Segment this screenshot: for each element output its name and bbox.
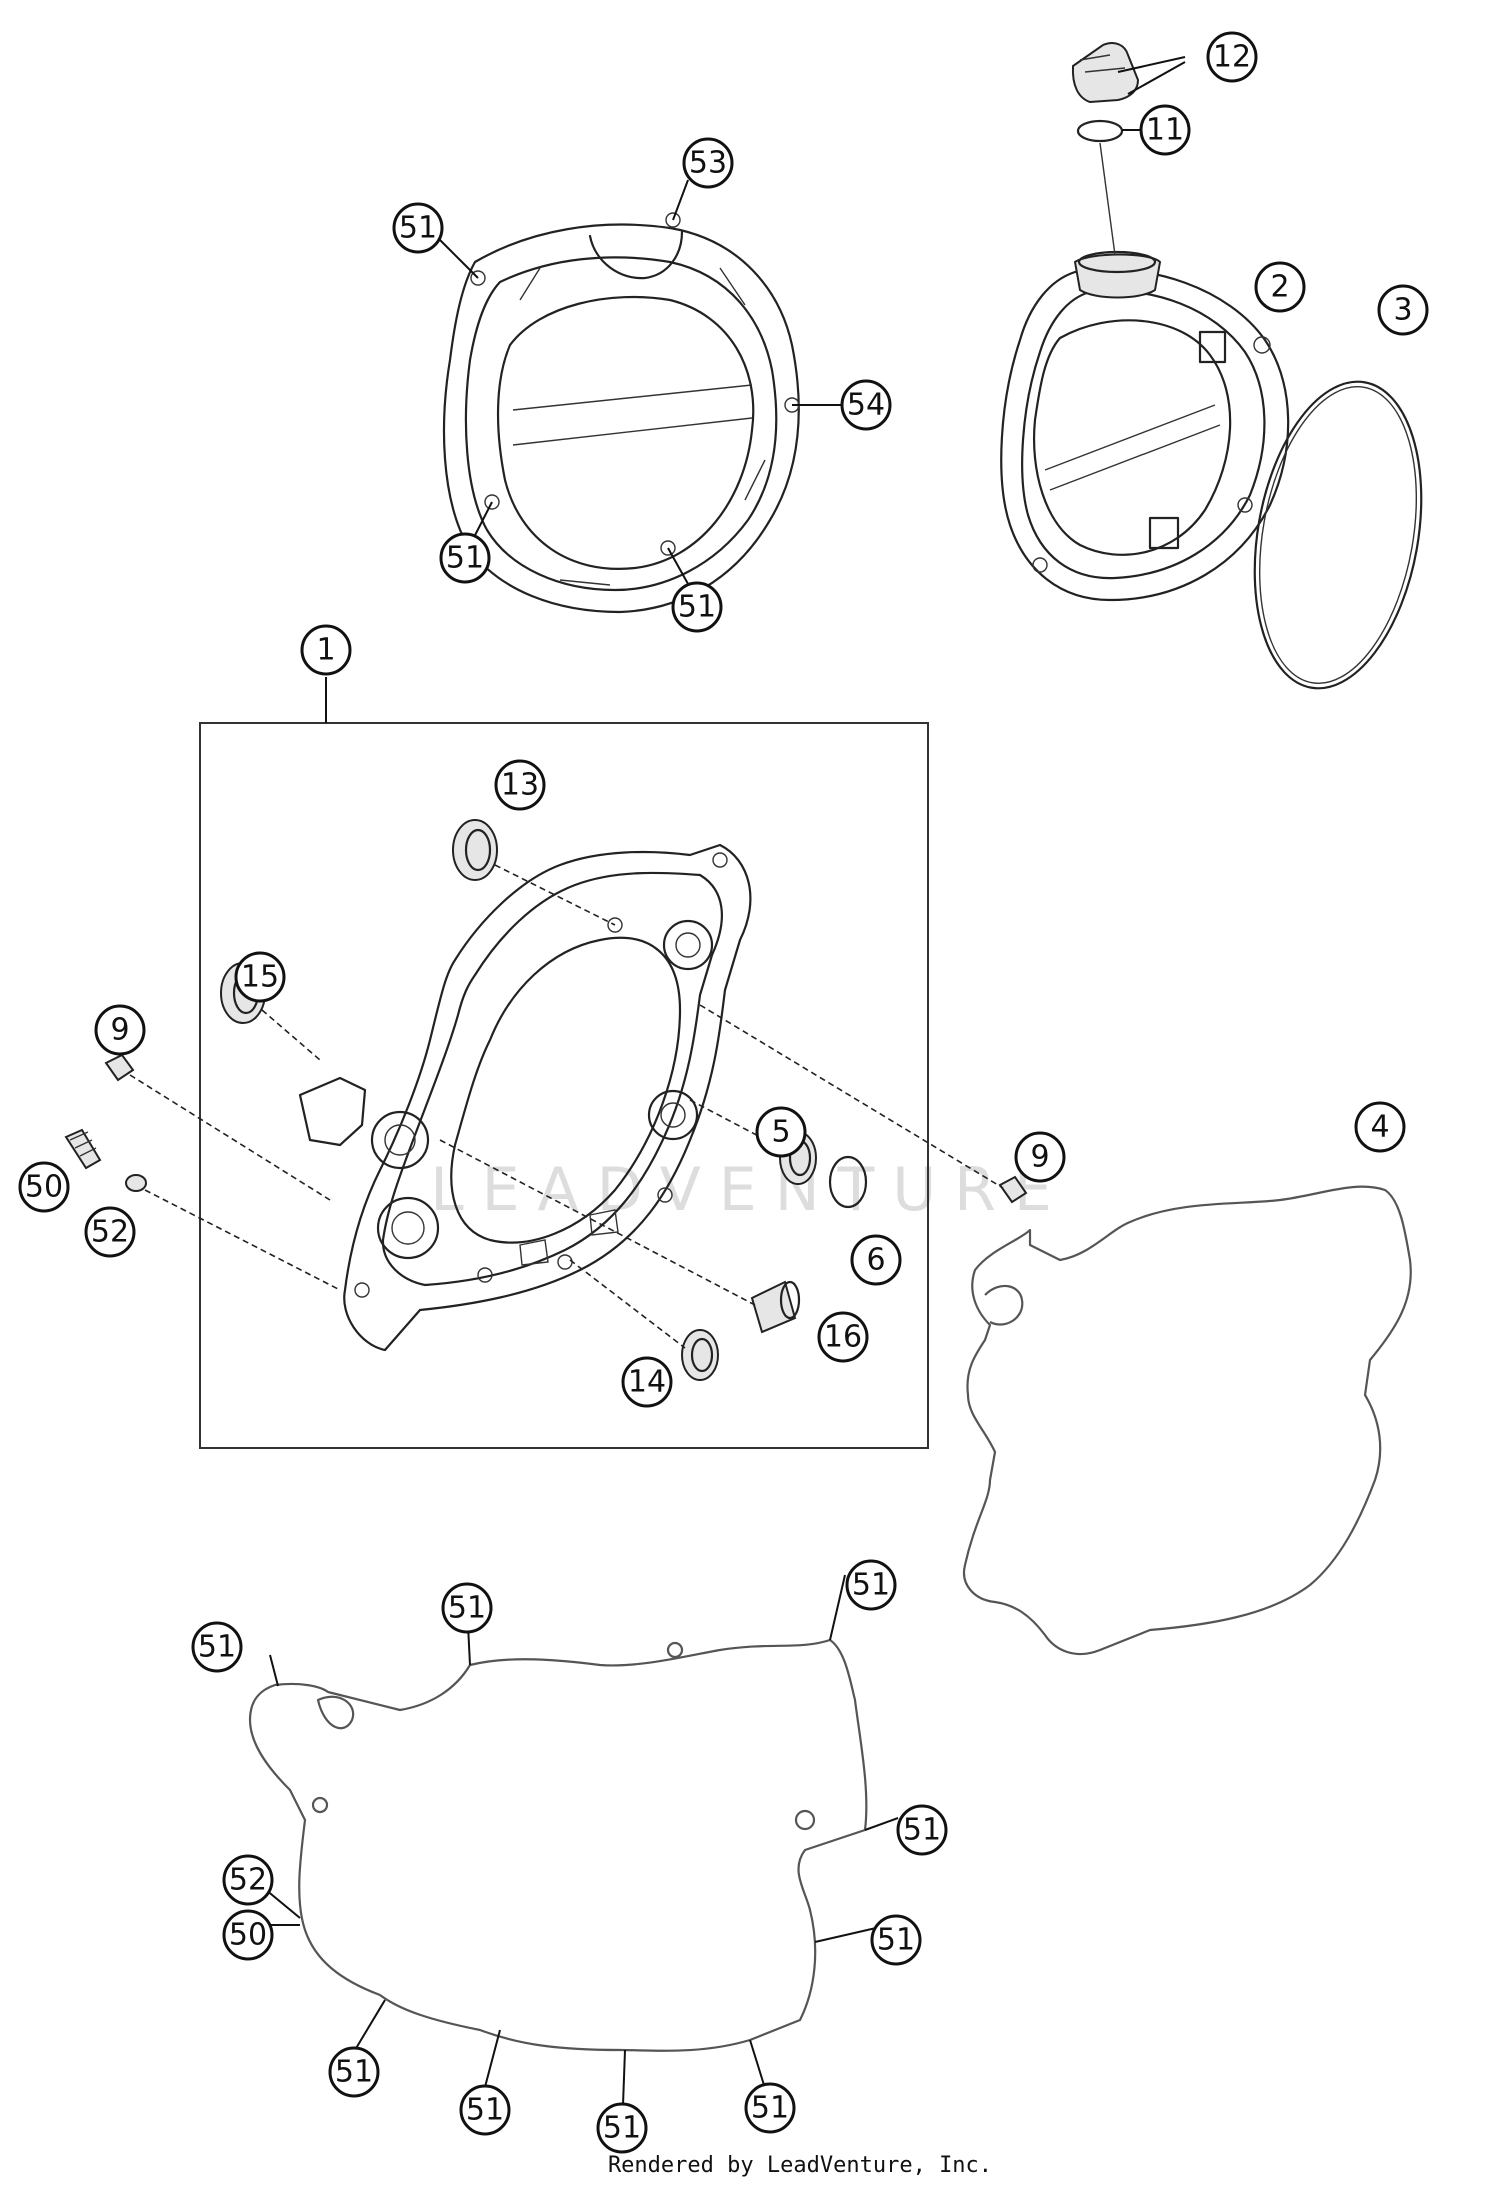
callout-51-i: 51: [328, 2046, 380, 2098]
svg-text:51: 51: [751, 2091, 789, 2126]
svg-text:50: 50: [229, 1918, 267, 1953]
svg-text:11: 11: [1146, 113, 1184, 148]
shaft-seal-14: [681, 1329, 719, 1381]
needle-bearing-16: [750, 1280, 801, 1334]
callout-11: 11: [1139, 104, 1191, 156]
clutch-cover-inner: [298, 843, 752, 1352]
svg-text:1: 1: [316, 633, 335, 668]
svg-text:53: 53: [689, 146, 727, 181]
oil-filler-plug: [1071, 42, 1140, 104]
callout-54: 54: [840, 379, 892, 431]
kit-frame: [199, 722, 929, 1449]
callout-51-d: 51: [191, 1621, 243, 1673]
callout-16: 16: [817, 1311, 869, 1363]
o-ring: [1076, 119, 1124, 143]
dowel-pin-left: [104, 1053, 135, 1082]
svg-text:51: 51: [335, 2055, 373, 2090]
leader-lines: [253, 56, 1186, 2106]
callout-51-b: 51: [439, 532, 491, 584]
svg-text:12: 12: [1213, 40, 1251, 75]
callout-51-e: 51: [441, 1582, 493, 1634]
callout-51-l: 51: [744, 2082, 796, 2134]
callout-51-g: 51: [896, 1804, 948, 1856]
svg-text:51: 51: [678, 590, 716, 625]
callout-51-j: 51: [459, 2084, 511, 2136]
callout-50-b: 50: [222, 1909, 274, 1961]
callout-13: 13: [494, 759, 546, 811]
large-o-ring: [1253, 380, 1423, 690]
callout-2: 2: [1254, 261, 1306, 313]
svg-text:15: 15: [241, 960, 279, 995]
svg-text:51: 51: [852, 1568, 890, 1603]
callout-1: 1: [300, 624, 352, 676]
callout-6: 6: [850, 1234, 902, 1286]
svg-text:51: 51: [466, 2093, 504, 2128]
gasket-4: [962, 1185, 1412, 1655]
svg-text:51: 51: [198, 1630, 236, 1665]
gasket-lower: [248, 1638, 868, 2052]
callout-51-c: 51: [671, 581, 723, 633]
watermark: LEADVENTURE: [430, 1155, 1070, 1225]
callout-15: 15: [234, 951, 286, 1003]
callout-12: 12: [1206, 31, 1258, 83]
callout-9-left: 9: [94, 1004, 146, 1056]
callout-50: 50: [18, 1161, 70, 1213]
svg-text:9: 9: [1030, 1140, 1049, 1175]
svg-text:52: 52: [229, 1863, 267, 1898]
callout-51-a: 51: [392, 202, 444, 254]
svg-text:9: 9: [110, 1013, 129, 1048]
callout-3: 3: [1377, 284, 1429, 336]
svg-text:51: 51: [877, 1923, 915, 1958]
callout-52: 52: [84, 1206, 136, 1258]
callout-4: 4: [1354, 1101, 1406, 1153]
retaining-ring-6: [828, 1155, 868, 1209]
svg-text:51: 51: [446, 541, 484, 576]
svg-text:14: 14: [628, 1365, 666, 1400]
washer-52: [125, 1174, 147, 1192]
callout-14: 14: [621, 1356, 673, 1408]
svg-text:50: 50: [25, 1170, 63, 1205]
callout-53: 53: [682, 137, 734, 189]
svg-text:52: 52: [91, 1215, 129, 1250]
svg-text:51: 51: [603, 2111, 641, 2146]
svg-text:4: 4: [1370, 1110, 1389, 1145]
outer-clutch-cover: [442, 212, 800, 614]
callout-51-f: 51: [845, 1559, 897, 1611]
svg-text:16: 16: [824, 1320, 862, 1355]
svg-text:51: 51: [399, 211, 437, 246]
svg-text:51: 51: [448, 1591, 486, 1626]
svg-text:2: 2: [1270, 270, 1289, 305]
svg-text:13: 13: [501, 768, 539, 803]
screw-50: [64, 1128, 102, 1170]
callout-52-b: 52: [222, 1854, 274, 1906]
svg-text:3: 3: [1393, 293, 1412, 328]
credit-line: Rendered by LeadVenture, Inc.: [608, 2153, 992, 2178]
dowel-pin-right: [998, 1175, 1028, 1204]
callout-51-h: 51: [870, 1914, 922, 1966]
callout-9-right: 9: [1014, 1131, 1066, 1183]
clutch-cover-part-2: [1000, 250, 1290, 602]
svg-text:6: 6: [866, 1243, 885, 1278]
svg-text:51: 51: [903, 1813, 941, 1848]
shaft-seal-13: [452, 819, 498, 881]
svg-text:5: 5: [771, 1115, 790, 1150]
callout-5: 5: [755, 1106, 807, 1158]
callout-51-k: 51: [596, 2102, 648, 2154]
svg-text:54: 54: [847, 388, 885, 423]
